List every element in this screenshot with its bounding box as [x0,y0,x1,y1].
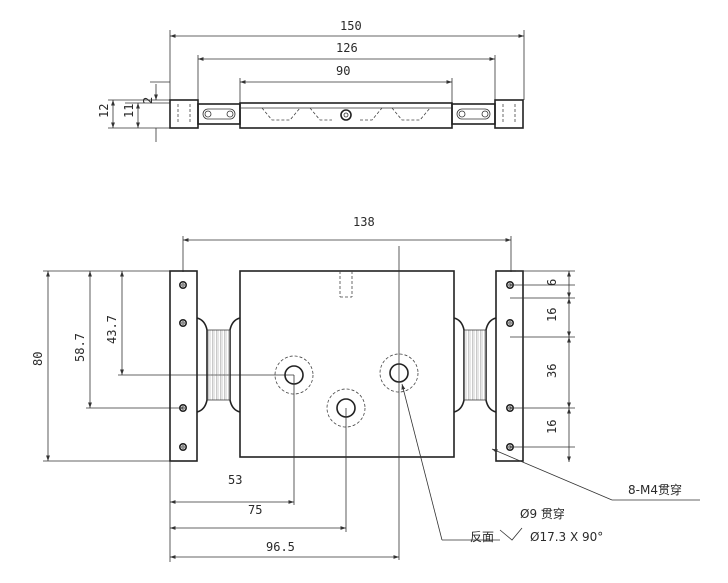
center-body-top [239,102,453,129]
dim-43-7-label: 43.7 [105,315,119,344]
note-countersink: Ø17.3 X 90° [530,530,603,544]
top-center-screw [340,109,352,121]
leader-through-hole [401,383,443,541]
left-slot [202,108,236,120]
dim-75-label: 75 [248,503,262,517]
right-clamp-plate [495,270,524,462]
dim-11-label: 11 [122,104,136,118]
top-view: 150 126 90 12 11 2 [97,19,525,142]
dim-2-label: 2 [141,97,155,104]
right-end-block [494,99,524,129]
left-clamp-plate [169,270,198,462]
dim-126-label: 126 [336,41,358,55]
dim-6-label: 6 [545,279,559,286]
left-plate-holes [179,280,188,451]
dim-12-label: 12 [97,104,111,118]
reverse-symbol [499,527,523,541]
note-phi-9: Ø9 贯穿 [520,506,565,521]
dim-16-bottom-label: 16 [545,420,559,434]
dim-53-label: 53 [228,473,242,487]
right-plate-holes [505,280,514,451]
dim-58-7-label: 58.7 [73,333,87,362]
dim-36-label: 36 [545,364,559,378]
dim-138-label: 138 [353,215,375,229]
left-end-block [169,99,199,129]
right-slot [456,108,491,120]
center-body-front [239,270,455,458]
leader-m4 [491,448,613,501]
dim-80-label: 80 [31,352,45,366]
dim-90-label: 90 [336,64,350,78]
dim-16-top-label: 16 [545,308,559,322]
front-view: 138 80 58.7 43.7 [31,215,700,562]
note-8-m4: 8-M4贯穿 [628,482,682,497]
dim-150-label: 150 [340,19,362,33]
note-reverse: 反面 [470,530,494,544]
dim-96-5-label: 96.5 [266,540,295,554]
